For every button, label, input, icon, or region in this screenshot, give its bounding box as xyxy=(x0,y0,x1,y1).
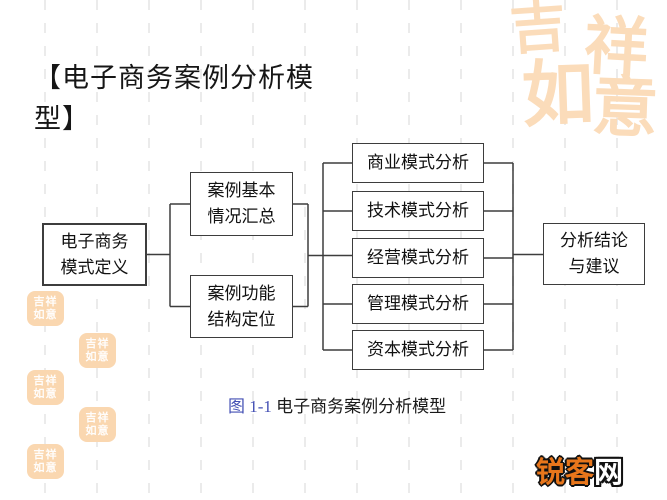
node-analysis-capital: 资本模式分析 xyxy=(352,330,484,370)
node-case-function: 案例功能 结构定位 xyxy=(190,275,293,338)
seal-text: 吉祥 xyxy=(33,448,58,461)
seal-text: 如意 xyxy=(85,424,110,437)
seal-stamp-small: 吉祥 如意 xyxy=(79,333,116,368)
node-conclusion: 分析结论 与建议 xyxy=(543,223,645,285)
figure-number: 图 1-1 xyxy=(228,397,272,416)
watermark-logo-secondary: 网 xyxy=(594,457,624,489)
node-case-summary: 案例基本 情况汇总 xyxy=(190,172,293,236)
gridline xyxy=(148,0,150,500)
node-analysis-technology: 技术模式分析 xyxy=(352,191,484,231)
seal-stamp-small: 吉祥 如意 xyxy=(27,444,64,479)
gridline xyxy=(200,0,202,500)
watermark-logo-primary: 锐客 xyxy=(536,457,595,489)
seal-stamp-small: 吉祥 如意 xyxy=(27,370,64,405)
gridline xyxy=(304,0,306,500)
seal-text: 吉祥 xyxy=(85,411,110,424)
figure-caption: 图 1-1 电子商务案例分析模型 xyxy=(228,392,446,417)
seal-stamp-small: 吉祥 如意 xyxy=(27,291,64,326)
node-analysis-business: 商业模式分析 xyxy=(352,143,484,183)
seal-stamp-small: 吉祥 如意 xyxy=(79,407,116,442)
seal-text: 如意 xyxy=(33,461,58,474)
figure-caption-text: 电子商务案例分析模型 xyxy=(271,397,447,416)
seal-text: 如意 xyxy=(33,387,58,400)
watermark-logo: 锐客网 xyxy=(536,449,623,491)
node-definition: 电子商务 模式定义 xyxy=(42,223,147,286)
node-analysis-operation: 经营模式分析 xyxy=(352,238,484,278)
seal-text: 如意 xyxy=(33,308,58,321)
node-analysis-management: 管理模式分析 xyxy=(352,284,484,324)
slide-title: 【电子商务案例分析模型】 xyxy=(34,63,314,134)
seal-text: 如意 xyxy=(85,350,110,363)
seal-text: 吉祥 xyxy=(85,337,110,350)
seal-text: 吉祥 xyxy=(33,374,58,387)
gridline xyxy=(252,0,254,500)
seal-text: 吉祥 xyxy=(33,295,58,308)
